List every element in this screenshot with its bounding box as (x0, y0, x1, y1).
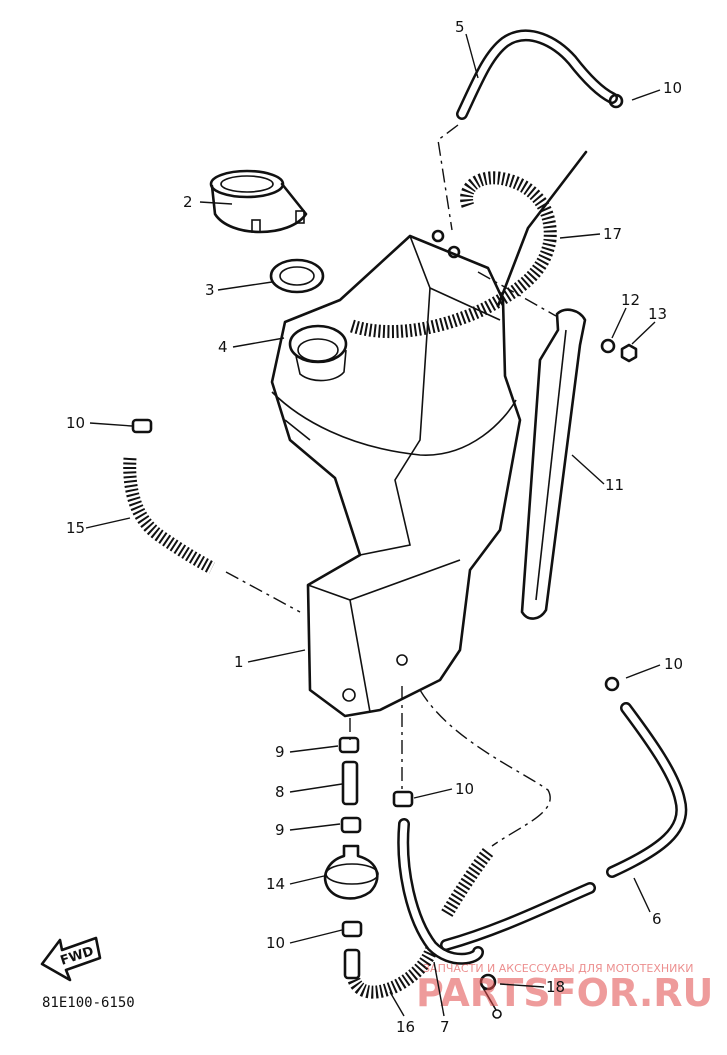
part-5-end (431, 229, 461, 259)
part-11-bracket (496, 150, 588, 620)
part-10-clamp-left (131, 418, 153, 434)
callout-8: 8 (275, 783, 285, 801)
part-17-hose (350, 171, 557, 339)
part-14-valve (323, 844, 379, 900)
callout-1: 1 (234, 653, 244, 671)
watermark-brand: PARTSFOR.RU (416, 971, 713, 1015)
callout-13: 13 (648, 305, 667, 323)
callout-10-low: 10 (266, 934, 285, 952)
part-2-cap (209, 169, 308, 234)
callout-6: 6 (652, 910, 662, 928)
callout-12: 12 (621, 291, 640, 309)
callout-3: 3 (205, 281, 215, 299)
part-9-clip-b (340, 816, 362, 834)
part-9-clip-a (338, 736, 360, 754)
watermark: ЗАПЧАСТИ И АКСЕССУАРЫ ДЛЯ МОТОТЕХНИКИ PA… (416, 962, 713, 1015)
diagram-code: 81E100-6150 (42, 995, 135, 1011)
part-10-clamp-top (608, 93, 624, 109)
callout-17: 17 (603, 225, 622, 243)
part-10-clamp-low (341, 920, 363, 938)
part-15-hose (123, 457, 215, 574)
part-13-nut (620, 343, 638, 363)
part-18-clip (479, 973, 502, 1019)
part-12-washer (600, 338, 616, 354)
callout-10-mid: 10 (455, 780, 474, 798)
callout-10-top: 10 (663, 79, 682, 97)
callout-9-b: 9 (275, 821, 285, 839)
part-16-hose (343, 945, 439, 999)
callout-10-left: 10 (66, 414, 85, 432)
callout-15: 15 (66, 519, 85, 537)
fwd-arrow: FWD (40, 936, 102, 982)
part-1-reservoir-tank (270, 234, 522, 718)
part-8-pipe (341, 760, 359, 806)
callout-14: 14 (266, 875, 285, 893)
callout-4: 4 (218, 338, 228, 356)
callout-16: 16 (396, 1018, 415, 1036)
callout-10-right: 10 (664, 655, 683, 673)
callout-2: 2 (183, 193, 193, 211)
part-3-seal (269, 258, 325, 294)
part-6-hose (440, 702, 688, 951)
callouts: 5 10 2 17 3 12 13 4 10 11 15 1 10 9 8 10… (66, 18, 683, 1036)
part-5-hose (456, 29, 618, 120)
part-10-clamp-right (604, 676, 620, 692)
callout-9-a: 9 (275, 743, 285, 761)
callout-7: 7 (440, 1018, 450, 1036)
callout-18: 18 (546, 978, 565, 996)
callout-11: 11 (605, 476, 624, 494)
watermark-tagline: ЗАПЧАСТИ И АКСЕССУАРЫ ДЛЯ МОТОТЕХНИКИ (423, 962, 693, 975)
part-7-hose (397, 818, 494, 965)
callout-5: 5 (455, 18, 465, 36)
part-10-clamp-mid (392, 790, 414, 808)
